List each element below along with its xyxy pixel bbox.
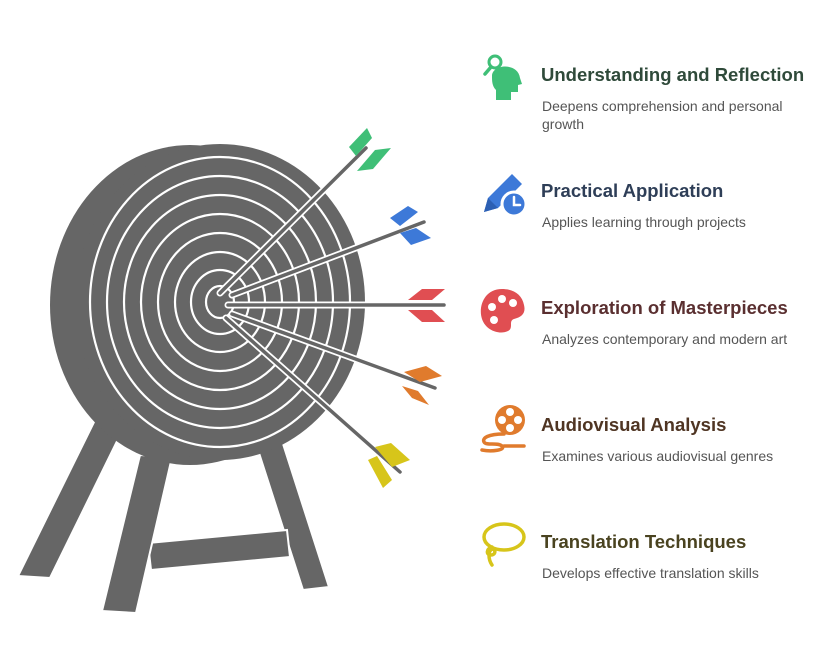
item-description: Applies learning through projects [542, 214, 746, 230]
palette-icon [480, 289, 525, 333]
arrow-practical [228, 206, 431, 299]
item-title: Practical Application [541, 180, 724, 201]
arrow-fletching [402, 386, 429, 405]
easel-left-leg [16, 418, 127, 580]
item-practical: Practical Application Applies learning t… [478, 170, 823, 270]
easel-stand [16, 418, 331, 615]
arrow-exploration [224, 289, 448, 322]
pen-clock-icon [484, 174, 528, 218]
item-understanding: Understanding and Reflection Deepens com… [478, 54, 823, 154]
arrow-audiovisual [228, 310, 442, 405]
easel-center-leg [100, 453, 174, 615]
item-title: Exploration of Masterpieces [541, 297, 788, 318]
item-exploration: Exploration of Masterpieces Analyzes con… [478, 287, 823, 387]
arrow-fletching [400, 228, 431, 245]
film-reel-icon [480, 405, 526, 453]
item-description: Deepens comprehension and personal growt… [542, 98, 783, 132]
item-audiovisual: Audiovisual Analysis Examines various au… [478, 404, 823, 504]
item-title: Translation Techniques [541, 531, 747, 552]
arrow-fletching [390, 206, 418, 226]
easel-crossbar [146, 528, 292, 572]
arrow-fletching [408, 310, 445, 322]
arrow-fletching [404, 366, 442, 382]
arrow-fletching [349, 128, 372, 156]
arrow-understanding [216, 128, 391, 297]
item-title: Audiovisual Analysis [541, 414, 727, 435]
item-description: Analyzes contemporary and modern art [542, 331, 788, 347]
item-description: Develops effective translation skills [542, 565, 759, 581]
arrow-fletching [357, 148, 391, 171]
item-description: Examines various audiovisual genres [542, 448, 774, 464]
arrow-translation [222, 314, 410, 488]
item-translation: Translation Techniques Develops effectiv… [478, 521, 823, 621]
lasso-icon [482, 522, 526, 567]
arrow-fletching [368, 456, 392, 488]
arrow-fletching [408, 289, 445, 300]
item-title: Understanding and Reflection [541, 64, 805, 85]
arrow-fletching [375, 443, 410, 467]
mind-search-icon [483, 54, 522, 100]
